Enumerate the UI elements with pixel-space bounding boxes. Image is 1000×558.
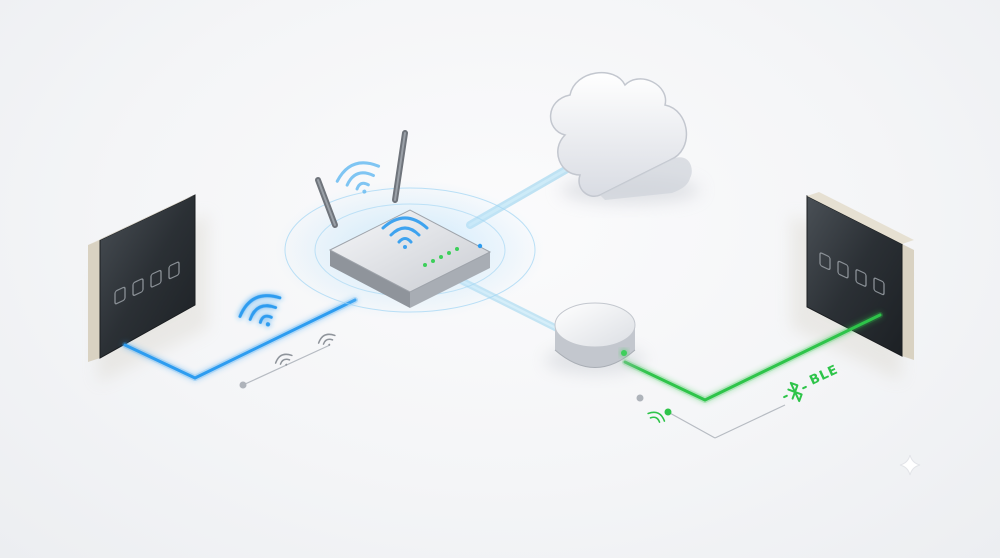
ble-annotation: [636, 394, 786, 439]
wifi-icon: [238, 294, 282, 327]
cloud-icon: [549, 71, 700, 204]
router-antennas: [315, 130, 408, 228]
left-switch-buttons: [114, 261, 180, 305]
ble-link-line: [622, 312, 883, 403]
router-status-leds: [423, 243, 483, 267]
wifi-annotation: [239, 333, 336, 389]
wifi-router: [315, 130, 492, 308]
wifi-icon: [381, 216, 429, 249]
ble-hub: [545, 302, 645, 374]
sparkle-icon: [899, 454, 921, 476]
left-switch-panel: [88, 194, 208, 383]
ble-label: BLE: [807, 362, 841, 388]
bluetooth-icon: [783, 381, 807, 403]
hub-status-led: [621, 350, 627, 356]
wifi-icon: [335, 161, 381, 194]
router-signal-ring-outer: [284, 187, 536, 313]
right-switch-panel: [791, 192, 914, 381]
right-switch-buttons: [819, 252, 885, 296]
wifi-link-line: [122, 297, 358, 381]
